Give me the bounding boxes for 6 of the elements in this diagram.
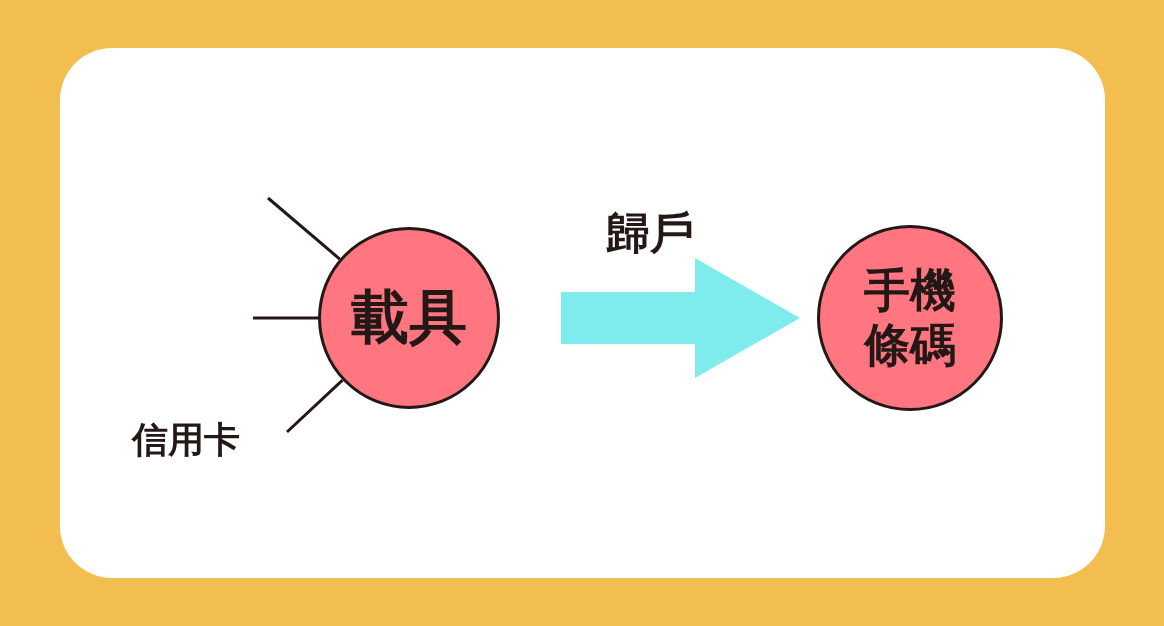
edge-label: 歸戶 (606, 206, 694, 260)
node-label: 信用卡 (132, 412, 287, 468)
connector-line (285, 379, 344, 434)
leader-line (253, 316, 318, 320)
block-arrow (561, 258, 800, 378)
leader-line (267, 196, 341, 261)
